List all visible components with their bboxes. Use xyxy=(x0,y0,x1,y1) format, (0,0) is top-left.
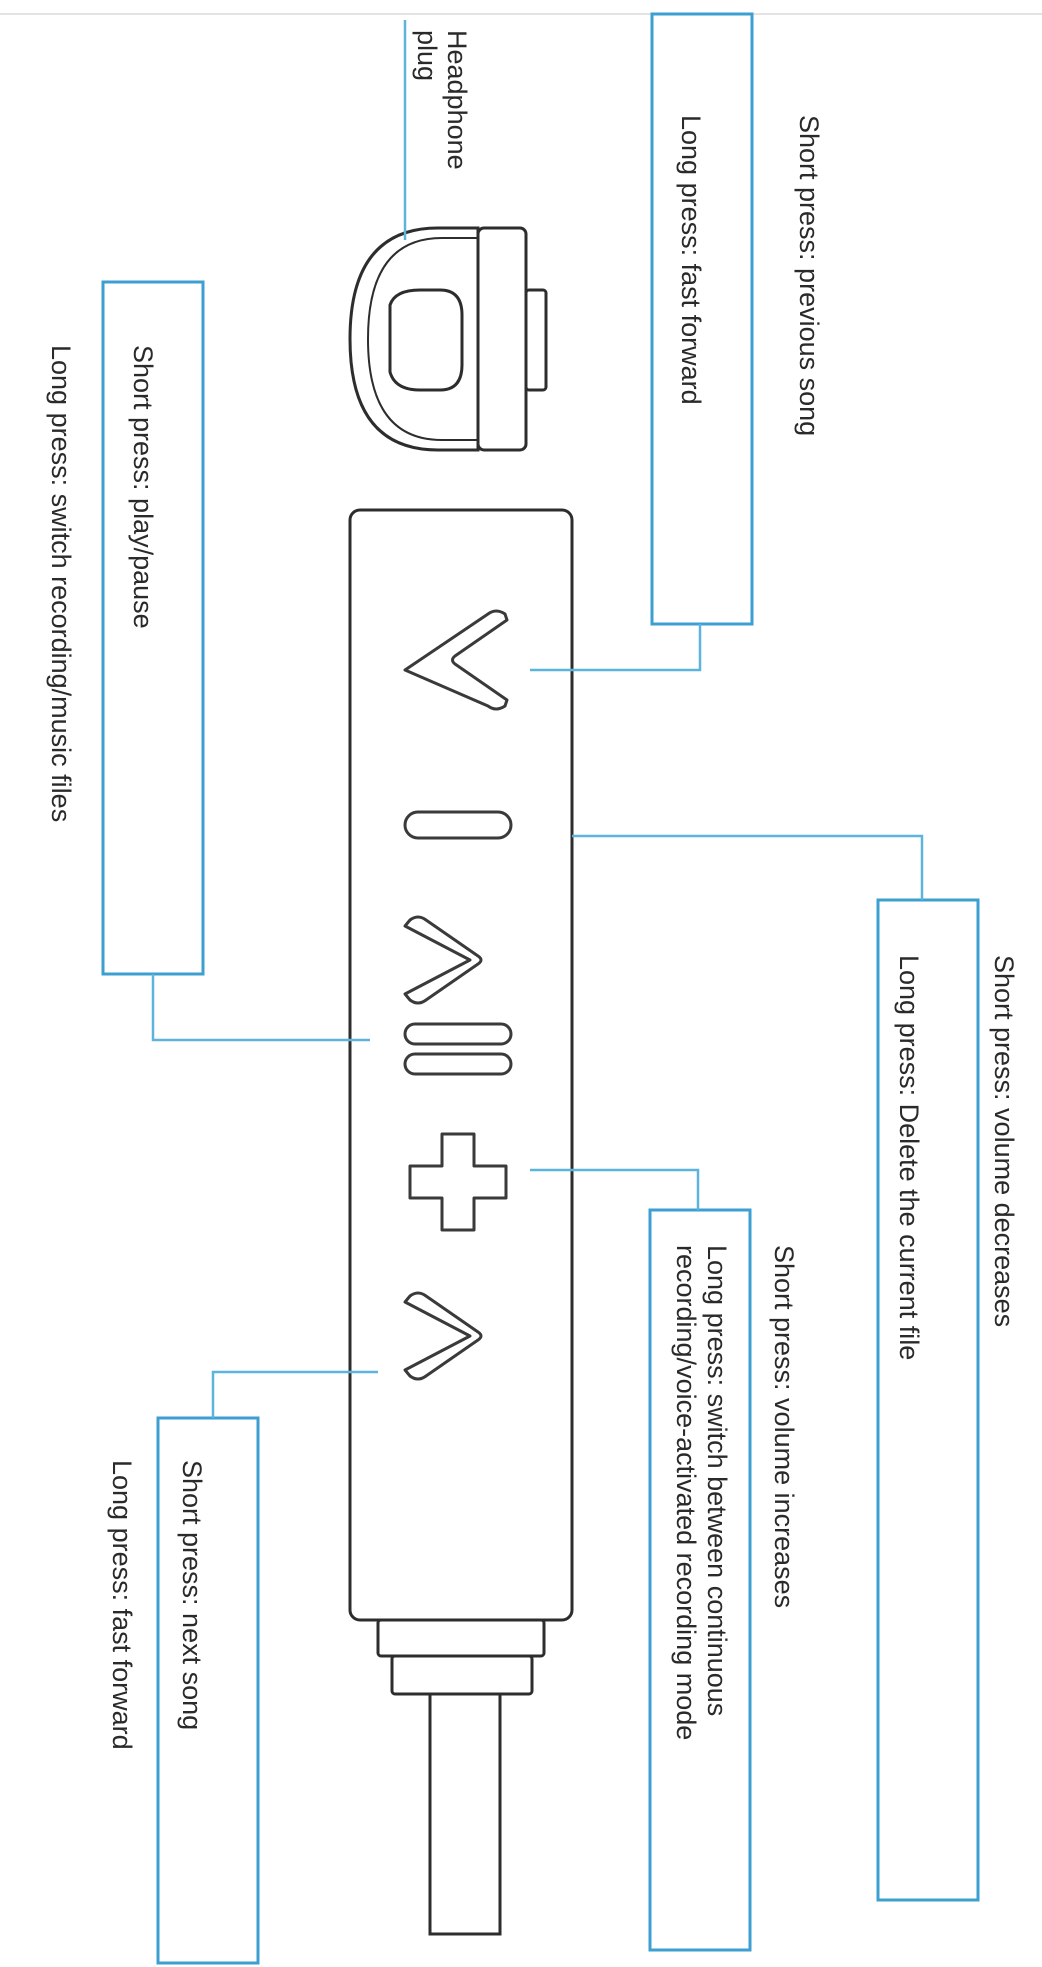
leader-playpause xyxy=(151,974,370,1042)
headphone-plug-icon xyxy=(348,226,548,452)
previous-short-label: Short press: previous song xyxy=(794,115,824,436)
pause-icon[interactable] xyxy=(403,1022,513,1076)
plus-icon[interactable] xyxy=(408,1132,508,1232)
previous-long-label: Long press: fast forward xyxy=(676,115,706,405)
down-arrow-icon[interactable] xyxy=(403,1291,483,1381)
voldown-short-label: Short press: volume decreases xyxy=(989,955,1019,1327)
leader-volup xyxy=(530,1168,700,1210)
callout-box-previous xyxy=(650,12,754,626)
next-short-label: Short press: next song xyxy=(177,1460,207,1730)
playpause-long-label: Long press: switch recording/music files xyxy=(46,345,76,822)
playpause-short-label: Short press: play/pause xyxy=(128,345,158,629)
callout-box-volup xyxy=(648,1208,752,1952)
leader-voldown xyxy=(572,834,924,900)
volup-long-label-line2: recording/voice-activated recording mode xyxy=(671,1245,701,1740)
minus-icon[interactable] xyxy=(403,810,513,840)
leader-previous xyxy=(530,624,702,672)
volup-short-label: Short press: volume increases xyxy=(769,1245,799,1608)
remote-body xyxy=(348,508,574,1936)
plug-label-line1: Headphone xyxy=(442,30,472,170)
plug-label-line2: plug xyxy=(412,30,442,81)
volup-long-label-line1: Long press: switch between continuous xyxy=(702,1245,732,1716)
leader-next xyxy=(211,1370,378,1418)
down-arrow-icon[interactable] xyxy=(403,915,483,1005)
voldown-long-label: Long press: Delete the current file xyxy=(894,955,924,1360)
up-arrow-icon[interactable] xyxy=(403,609,509,711)
next-long-label: Long press: fast forward xyxy=(107,1460,137,1750)
callout-box-voldown xyxy=(876,898,980,1902)
callout-box-next xyxy=(156,1416,260,1965)
